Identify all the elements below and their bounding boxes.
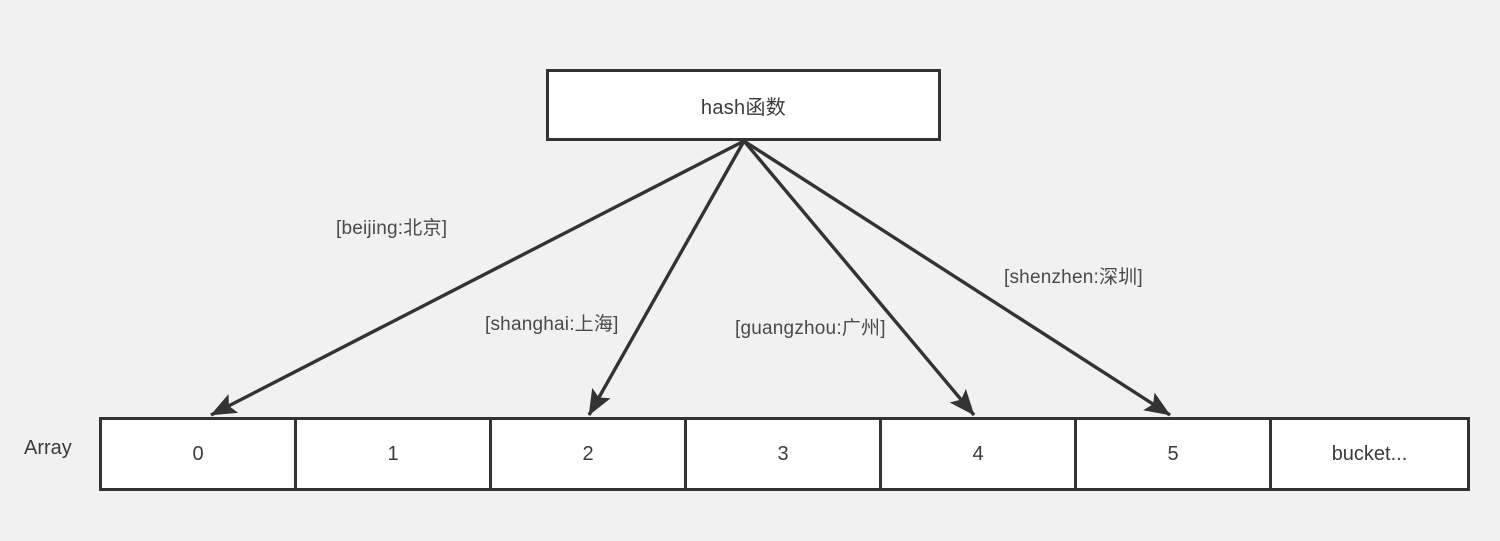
arrow-to-bucket-4: [742, 139, 976, 417]
array-row-label: Array: [24, 437, 72, 459]
bucket-cell-0-label: 0: [192, 442, 204, 465]
bucket-cell-4-label: 4: [972, 442, 984, 465]
edge-label-guangzhou: [guangzhou:广州]: [735, 318, 886, 339]
bucket-cell-4[interactable]: 4: [882, 420, 1077, 488]
array-row: 0 1 2 3 4 5 bucket...: [99, 417, 1470, 491]
bucket-cell-3-label: 3: [777, 442, 789, 465]
bucket-cell-0[interactable]: 0: [102, 420, 297, 488]
bucket-cell-1[interactable]: 1: [297, 420, 492, 488]
hash-function-box: hash函数: [546, 69, 941, 141]
bucket-cell-5[interactable]: 5: [1077, 420, 1272, 488]
edge-label-beijing: [beijing:北京]: [336, 218, 448, 239]
arrow-to-bucket-0: [210, 139, 745, 417]
bucket-cell-1-label: 1: [387, 442, 399, 465]
hash-function-label: hash函数: [700, 96, 787, 119]
bucket-cell-2[interactable]: 2: [492, 420, 687, 488]
edge-label-shenzhen: [shenzhen:深圳]: [1004, 267, 1143, 288]
bucket-cell-overflow-label: bucket...: [1331, 442, 1408, 465]
bucket-cell-5-label: 5: [1167, 442, 1179, 465]
bucket-cell-overflow[interactable]: bucket...: [1272, 420, 1467, 488]
edge-label-shanghai: [shanghai:上海]: [485, 314, 619, 335]
bucket-cell-3[interactable]: 3: [687, 420, 882, 488]
bucket-cell-2-label: 2: [582, 442, 594, 465]
arrow-to-bucket-2: [587, 140, 746, 416]
